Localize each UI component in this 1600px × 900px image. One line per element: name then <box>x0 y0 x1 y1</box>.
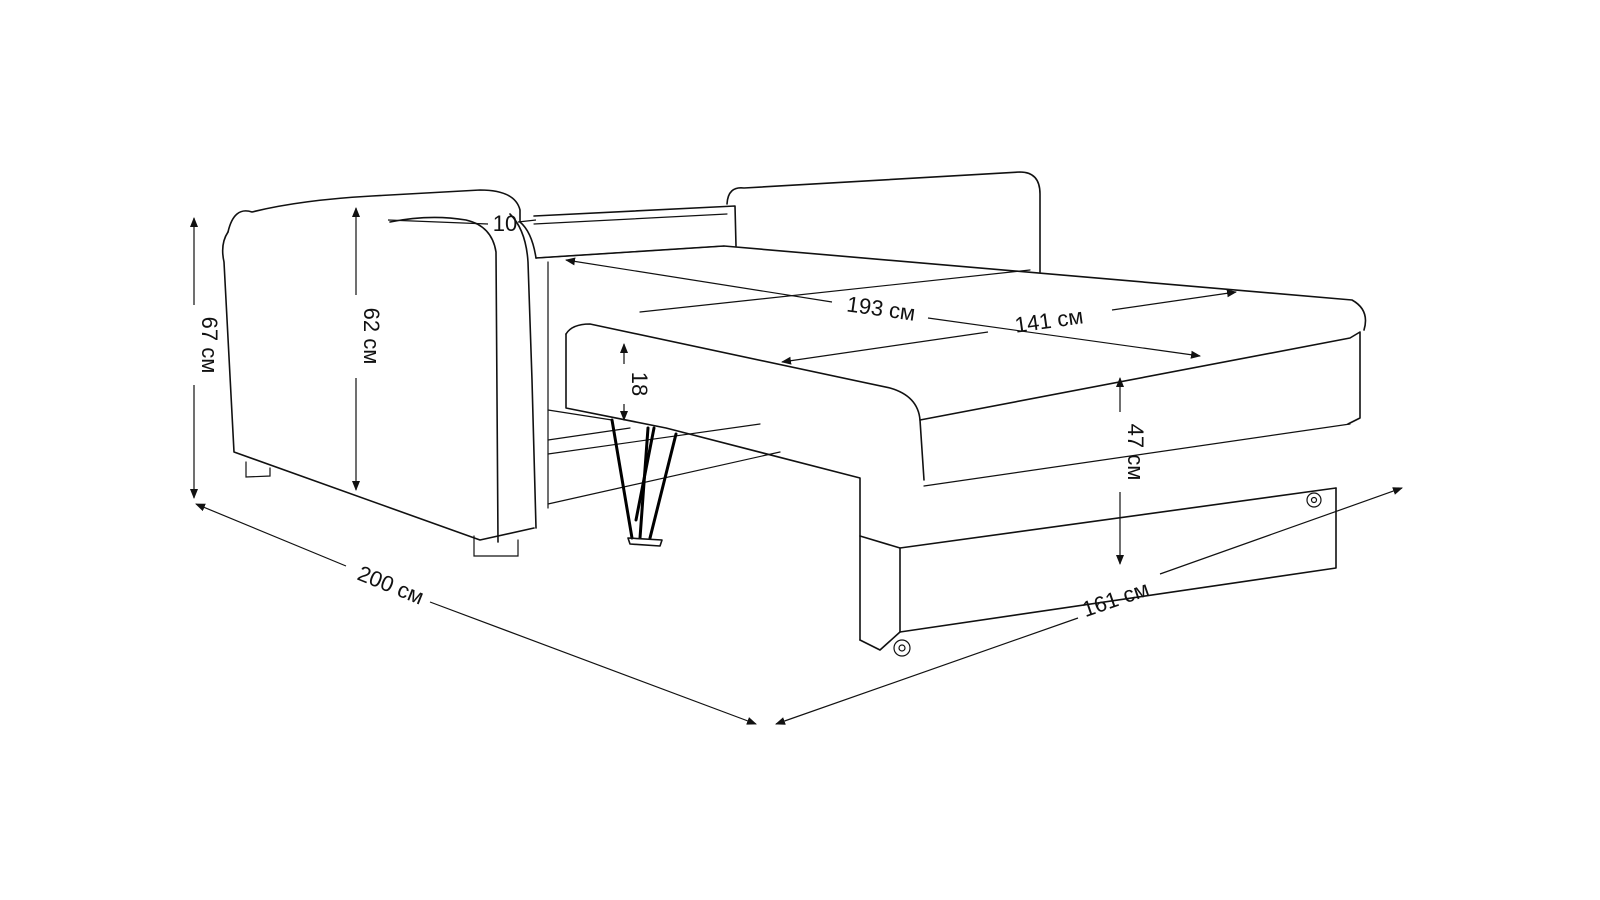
rear-armrest-panel <box>227 189 521 233</box>
label-backrest-height: 62 см <box>359 308 384 365</box>
sofa-outline <box>221 171 1367 657</box>
label-leg-clearance: 18 <box>627 372 652 396</box>
backrest <box>726 171 1041 273</box>
front-armrest-inner <box>389 216 499 543</box>
label-seat-height: 47 см <box>1123 424 1148 481</box>
castor-rear <box>1306 492 1322 508</box>
dim-line-overall-length-left <box>195 503 347 567</box>
label-overall-length: 200 см <box>354 561 427 610</box>
dimension-lines <box>190 207 1403 725</box>
foot-left <box>245 461 271 478</box>
mattress-top <box>535 245 1367 331</box>
label-overall-depth: 161 см <box>1079 576 1152 622</box>
folding-leg <box>610 418 678 547</box>
label-armrest-width: 10 <box>493 211 517 236</box>
dim-line-overall-length-right <box>429 601 757 725</box>
foot-front <box>473 535 519 557</box>
pullout-front <box>565 323 925 481</box>
label-bed-width: 141 см <box>1013 303 1085 337</box>
castor-front <box>893 639 911 657</box>
label-bed-length: 193 см <box>845 291 917 325</box>
label-total-height: 67 см <box>197 317 222 374</box>
